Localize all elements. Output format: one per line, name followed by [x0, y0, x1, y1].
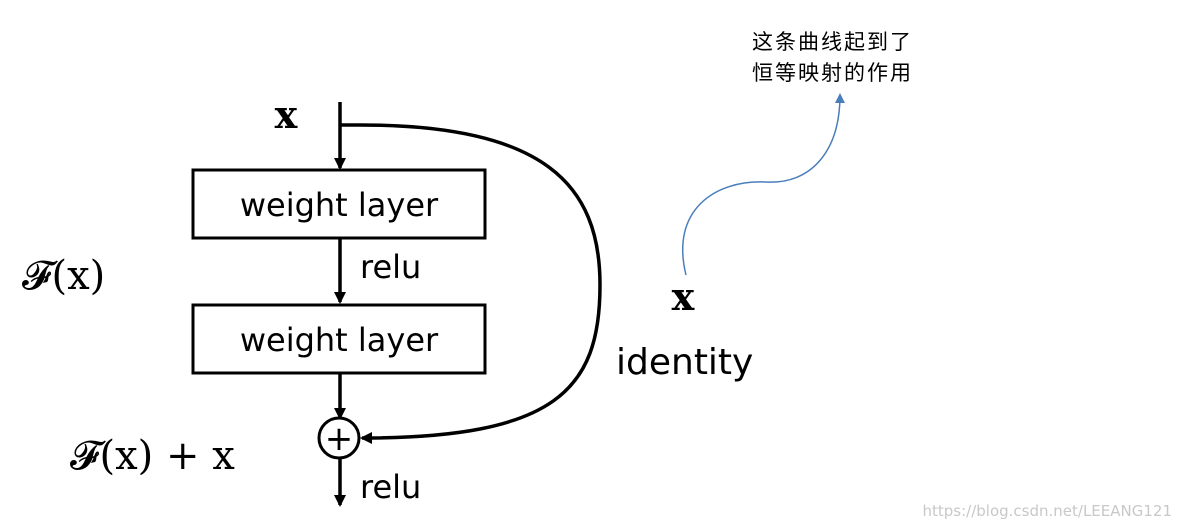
weight-layer-label-2: weight layer: [240, 321, 439, 359]
identity-shortcut-curve: [340, 123, 602, 444]
residual-function-label: 𝓕(x): [22, 253, 105, 299]
weight-layer-box-2: [191, 303, 487, 375]
watermark: https://blog.csdn.net/LEEANG121: [923, 502, 1173, 520]
annotation-line-1: 这条曲线起到了: [752, 30, 913, 54]
input-x-label: x: [275, 92, 298, 137]
sum-symbol: +: [325, 419, 354, 459]
annotation-line-2: 恒等映射的作用: [752, 61, 913, 85]
final-relu-label: relu: [360, 468, 421, 506]
output-sum-label: 𝓕(x) + x: [70, 433, 235, 479]
annotation-arrow: [681, 93, 845, 276]
identity-label: identity: [616, 342, 753, 383]
middle-relu-label: relu: [360, 248, 421, 286]
shortcut-x-label: x: [672, 274, 695, 319]
weight-layer-label-1: weight layer: [240, 186, 439, 224]
